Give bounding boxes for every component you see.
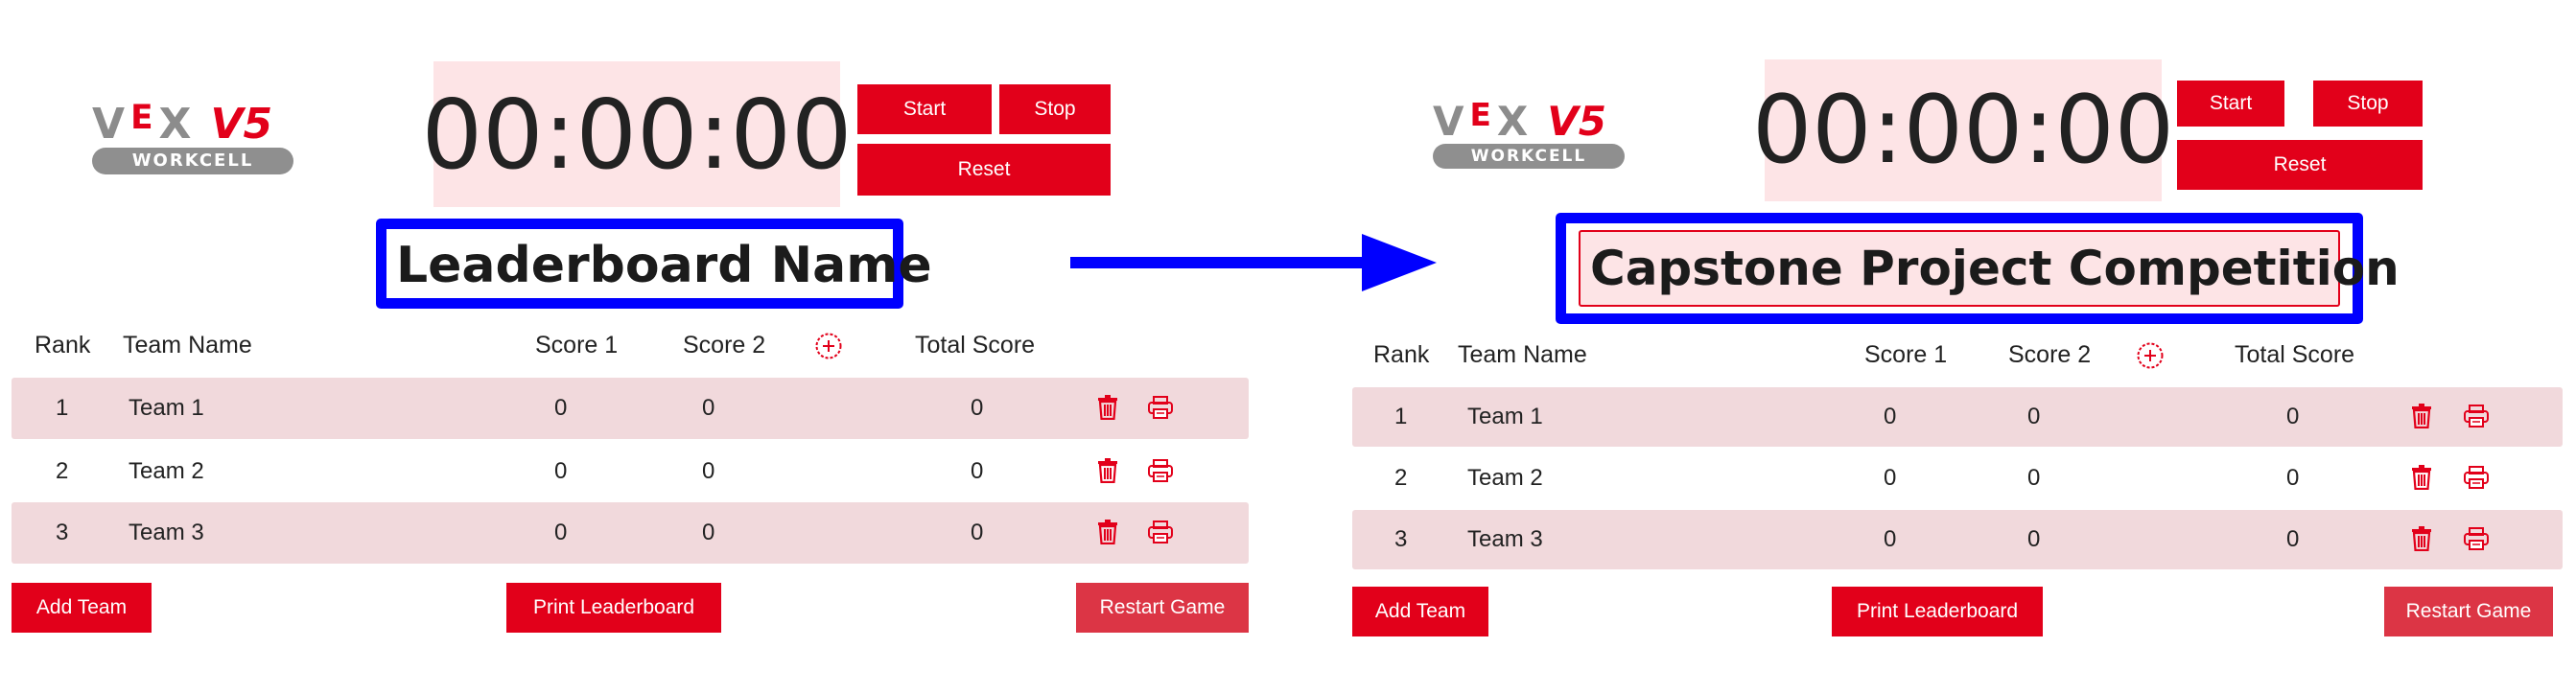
table-row xyxy=(12,378,1249,439)
score-2-cell[interactable]: 0 xyxy=(702,458,715,484)
print-leaderboard-button[interactable]: Print Leaderboard xyxy=(1832,587,2043,636)
logo-subtitle: WORKCELL xyxy=(1433,144,1625,169)
total-score-cell: 0 xyxy=(2286,526,2300,552)
timer-display: 00:00:00 xyxy=(1752,59,2174,201)
trash-icon[interactable] xyxy=(1097,458,1118,483)
leaderboard-title[interactable]: Leaderboard Name xyxy=(396,237,932,294)
vex-logo: VEX V5 WORKCELL xyxy=(1433,97,1634,173)
trash-icon[interactable] xyxy=(2411,526,2432,551)
printer-icon[interactable] xyxy=(2463,405,2490,428)
col-score-2: Score 2 xyxy=(683,332,766,359)
stop-button[interactable]: Stop xyxy=(2313,81,2423,127)
add-team-button[interactable]: Add Team xyxy=(1352,587,1488,636)
col-score-1: Score 1 xyxy=(1864,341,1948,368)
logo-wordmark: VEX xyxy=(1433,97,1534,145)
printer-icon[interactable] xyxy=(1147,520,1174,544)
total-score-cell: 0 xyxy=(2286,465,2300,491)
logo-subtitle: WORKCELL xyxy=(92,148,293,174)
score-2-cell[interactable]: 0 xyxy=(2027,526,2041,552)
add-team-button[interactable]: Add Team xyxy=(12,583,152,633)
restart-game-button[interactable]: Restart Game xyxy=(2384,587,2553,636)
restart-game-button[interactable]: Restart Game xyxy=(1076,583,1249,633)
col-rank: Rank xyxy=(35,332,91,359)
trash-icon[interactable] xyxy=(1097,395,1118,420)
rank-cell: 1 xyxy=(1394,404,1408,429)
total-score-cell: 0 xyxy=(971,395,984,421)
rank-cell: 3 xyxy=(1394,526,1408,552)
total-score-cell: 0 xyxy=(2286,404,2300,429)
trash-icon[interactable] xyxy=(2411,465,2432,490)
score-2-cell[interactable]: 0 xyxy=(702,395,715,421)
rank-cell: 2 xyxy=(56,458,69,484)
total-score-cell: 0 xyxy=(971,520,984,545)
leaderboard-after: VEX V5 WORKCELL 00:00:00 Start Stop Reset… xyxy=(1339,0,2576,694)
score-1-cell[interactable]: 0 xyxy=(1884,526,1897,552)
start-button[interactable]: Start xyxy=(2177,81,2284,127)
leaderboard-title[interactable]: Capstone Project Competition xyxy=(1590,241,2400,296)
col-team-name: Team Name xyxy=(1458,341,1587,368)
team-name-cell[interactable]: Team 2 xyxy=(129,458,204,484)
logo-product: V5 xyxy=(210,100,273,149)
score-2-cell[interactable]: 0 xyxy=(2027,404,2041,429)
reset-button[interactable]: Reset xyxy=(2177,140,2423,190)
team-name-cell[interactable]: Team 1 xyxy=(129,395,204,421)
printer-icon[interactable] xyxy=(2463,527,2490,550)
rank-cell: 1 xyxy=(56,395,69,421)
col-total-score: Total Score xyxy=(2235,341,2355,368)
printer-icon[interactable] xyxy=(2463,466,2490,489)
print-leaderboard-button[interactable]: Print Leaderboard xyxy=(506,583,721,633)
arrow-shaft xyxy=(1070,257,1368,268)
table-row xyxy=(1352,510,2563,569)
logo-product: V5 xyxy=(1547,98,1607,145)
score-2-cell[interactable]: 0 xyxy=(702,520,715,545)
trash-icon[interactable] xyxy=(2411,404,2432,428)
table-row xyxy=(12,502,1249,564)
col-score-2: Score 2 xyxy=(2008,341,2092,368)
score-2-cell[interactable]: 0 xyxy=(2027,465,2041,491)
score-1-cell[interactable]: 0 xyxy=(1884,465,1897,491)
col-score-1: Score 1 xyxy=(535,332,619,359)
team-name-cell[interactable]: Team 3 xyxy=(1467,526,1543,552)
col-team-name: Team Name xyxy=(123,332,252,359)
score-1-cell[interactable]: 0 xyxy=(554,458,568,484)
team-name-cell[interactable]: Team 3 xyxy=(129,520,204,545)
col-total-score: Total Score xyxy=(915,332,1036,359)
rank-cell: 3 xyxy=(56,520,69,545)
timer-display: 00:00:00 xyxy=(421,61,853,207)
trash-icon[interactable] xyxy=(1097,520,1118,544)
team-name-cell[interactable]: Team 2 xyxy=(1467,465,1543,491)
title-highlight xyxy=(376,219,903,309)
col-rank: Rank xyxy=(1373,341,1430,368)
printer-icon[interactable] xyxy=(1147,396,1174,419)
table-row xyxy=(1352,387,2563,447)
stop-button[interactable]: Stop xyxy=(999,84,1111,134)
plus-circle-icon[interactable] xyxy=(814,332,843,360)
plus-circle-icon[interactable] xyxy=(2136,341,2165,370)
score-1-cell[interactable]: 0 xyxy=(554,520,568,545)
team-name-cell[interactable]: Team 1 xyxy=(1467,404,1543,429)
title-input[interactable] xyxy=(1579,230,2340,307)
score-1-cell[interactable]: 0 xyxy=(554,395,568,421)
total-score-cell: 0 xyxy=(971,458,984,484)
printer-icon[interactable] xyxy=(1147,459,1174,482)
reset-button[interactable]: Reset xyxy=(857,144,1111,196)
logo-wordmark: VEX xyxy=(92,98,198,149)
rank-cell: 2 xyxy=(1394,465,1408,491)
score-1-cell[interactable]: 0 xyxy=(1884,404,1897,429)
arrow-right-icon xyxy=(1362,234,1437,291)
start-button[interactable]: Start xyxy=(857,84,992,134)
